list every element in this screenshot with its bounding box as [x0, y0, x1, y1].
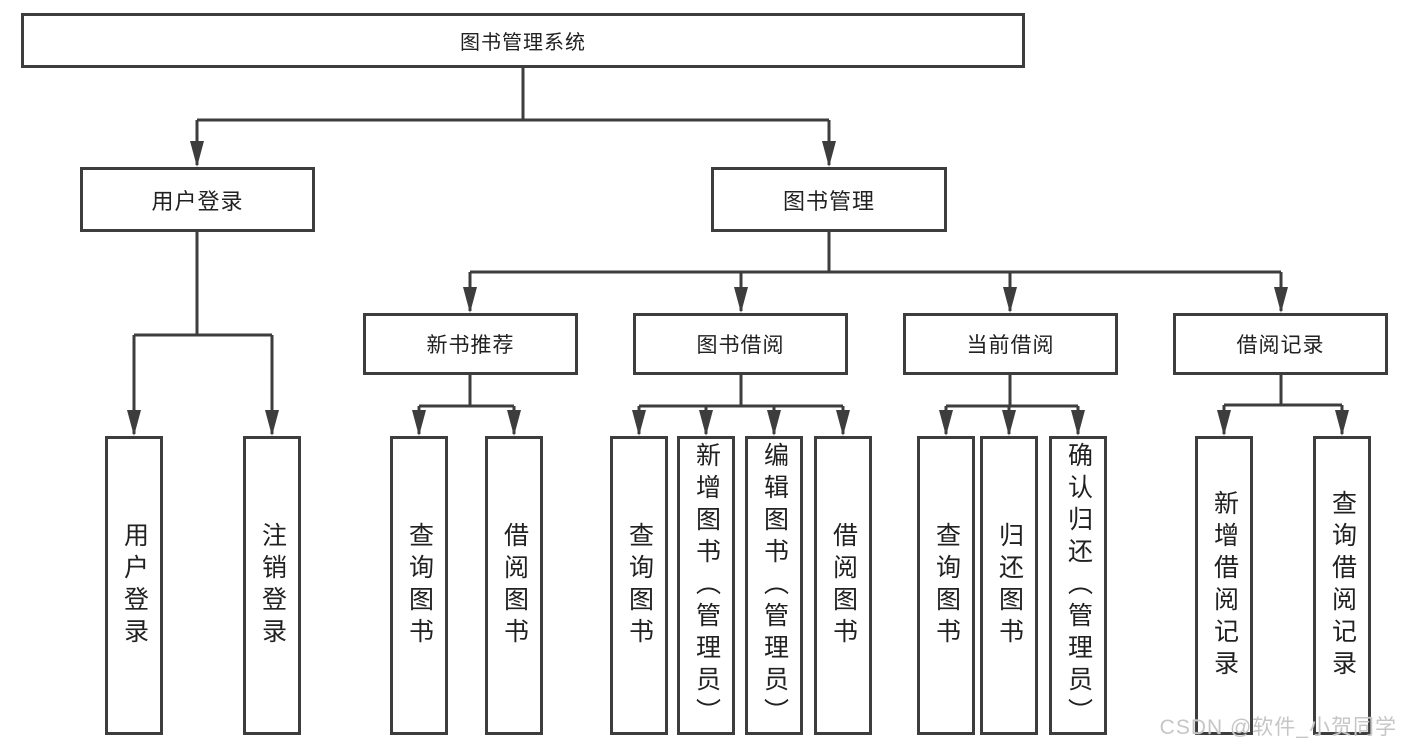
node-book-borrowing: 图书借阅: [633, 313, 848, 375]
leaf-br-query-record-label: 查询借阅记录: [1328, 489, 1357, 682]
leaf-bb-borrow-books: 借阅图书: [814, 436, 872, 735]
leaf-bb-edit-books: 编辑图书（管理员）: [745, 436, 803, 735]
leaf-bb-add-books-label: 新增图书（管理员）: [692, 441, 721, 730]
leaf-cb-query-books-label: 查询图书: [932, 521, 961, 650]
leaf-logout: 注销登录: [243, 436, 301, 735]
leaf-bb-edit-books-label: 编辑图书（管理员）: [760, 441, 789, 730]
leaf-nr-query-books: 查询图书: [390, 436, 448, 735]
leaf-br-add-record-label: 新增借阅记录: [1210, 489, 1239, 682]
leaf-br-query-record: 查询借阅记录: [1313, 436, 1371, 735]
leaf-bb-add-books: 新增图书（管理员）: [677, 436, 735, 735]
leaf-cb-query-books: 查询图书: [917, 436, 975, 735]
leaf-cb-confirm-return: 确认归还（管理员）: [1049, 436, 1107, 735]
leaf-bb-borrow-books-label: 借阅图书: [829, 521, 858, 650]
leaf-user-login-label: 用户登录: [120, 521, 149, 650]
node-new-book-recommendation-label: 新书推荐: [426, 334, 515, 357]
leaf-nr-query-books-label: 查询图书: [405, 521, 434, 650]
node-user-login-label: 用户登录: [151, 188, 244, 214]
leaf-user-login: 用户登录: [105, 436, 163, 735]
leaf-bb-query-books-label: 查询图书: [625, 521, 654, 650]
node-root: 图书管理系统: [21, 13, 1025, 68]
node-book-management: 图书管理: [711, 167, 947, 232]
leaf-cb-return-books: 归还图书: [980, 436, 1038, 735]
node-borrowing-records: 借阅记录: [1173, 313, 1388, 375]
leaf-bb-query-books: 查询图书: [610, 436, 668, 735]
leaf-br-add-record: 新增借阅记录: [1195, 436, 1253, 735]
leaf-nr-borrow-books: 借阅图书: [485, 436, 543, 735]
leaf-cb-confirm-return-label: 确认归还（管理员）: [1064, 441, 1093, 730]
watermark: CSDN @软件_小贺同学: [1159, 716, 1397, 739]
leaf-logout-label: 注销登录: [258, 521, 287, 650]
node-user-login: 用户登录: [80, 167, 315, 232]
node-new-book-recommendation: 新书推荐: [363, 313, 578, 375]
node-current-borrowing-label: 当前借阅: [966, 334, 1055, 357]
node-current-borrowing: 当前借阅: [903, 313, 1118, 375]
leaf-cb-return-books-label: 归还图书: [995, 521, 1024, 650]
arrowheads: [127, 141, 1349, 436]
node-book-management-label: 图书管理: [782, 188, 875, 214]
node-borrowing-records-label: 借阅记录: [1236, 334, 1325, 357]
leaf-nr-borrow-books-label: 借阅图书: [500, 521, 529, 650]
node-book-borrowing-label: 图书借阅: [696, 334, 785, 357]
node-root-label: 图书管理系统: [460, 32, 586, 54]
